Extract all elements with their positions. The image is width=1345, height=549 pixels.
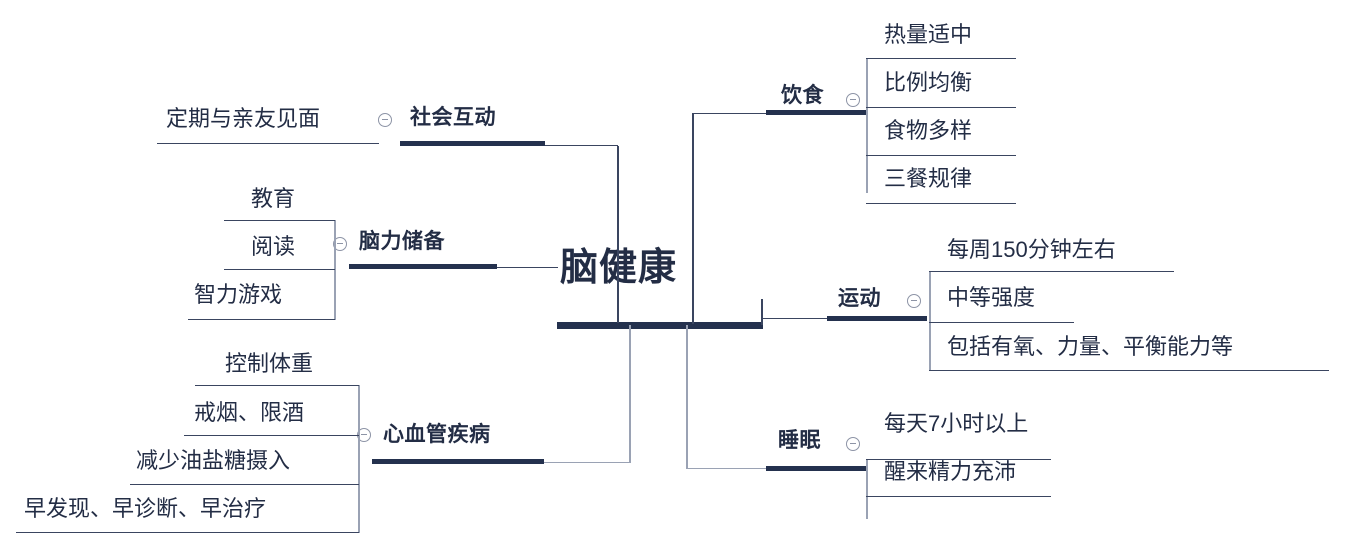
connector-diet-spine bbox=[866, 58, 868, 193]
leaf-label-diet-3[interactable]: 三餐规律 bbox=[884, 166, 973, 191]
connector-root-sleep-vertical bbox=[686, 325, 688, 469]
leaf-underline-cardio-3 bbox=[16, 532, 359, 534]
leaf-label-sleep-1[interactable]: 醒来精力充沛 bbox=[884, 459, 1017, 484]
leaf-underline-sleep-0 bbox=[866, 459, 1051, 461]
leaf-label-sleep-0[interactable]: 每天7小时以上 bbox=[884, 411, 1029, 436]
connector-exercise-spine bbox=[929, 271, 931, 370]
leaf-label-cognitive-1[interactable]: 阅读 bbox=[251, 234, 296, 259]
leaf-label-cardio-1[interactable]: 戒烟、限酒 bbox=[194, 400, 305, 425]
branch-label-diet[interactable]: 饮食 bbox=[781, 84, 824, 107]
connector-cardio-spine bbox=[358, 385, 360, 533]
connector-root-diet-horizontal bbox=[692, 113, 766, 115]
leaf-underline-exercise-0 bbox=[929, 271, 1174, 273]
branch-label-exercise[interactable]: 运动 bbox=[838, 287, 881, 310]
connector-root-social-vertical bbox=[617, 146, 619, 323]
leaf-label-social-0[interactable]: 定期与亲友见面 bbox=[166, 106, 321, 131]
leaf-label-diet-2[interactable]: 食物多样 bbox=[884, 118, 973, 143]
collapse-minus-icon-exercise[interactable] bbox=[907, 294, 921, 308]
leaf-underline-diet-0 bbox=[866, 58, 1016, 60]
collapse-minus-icon-social[interactable] bbox=[378, 113, 392, 127]
leaf-label-cardio-0[interactable]: 控制体重 bbox=[225, 351, 314, 376]
leaf-underline-cognitive-0 bbox=[224, 220, 335, 222]
leaf-label-cardio-3[interactable]: 早发现、早诊断、早治疗 bbox=[24, 496, 267, 521]
connector-root-cardio-vertical bbox=[629, 325, 631, 463]
leaf-underline-diet-3 bbox=[866, 203, 1016, 205]
branch-underline-diet bbox=[766, 110, 866, 115]
connector-root-cardio-horizontal bbox=[543, 462, 631, 464]
connector-root-sleep-horizontal bbox=[686, 468, 766, 470]
branch-label-social[interactable]: 社会互动 bbox=[410, 106, 496, 129]
branch-underline-cognitive bbox=[349, 264, 497, 269]
collapse-minus-icon-cognitive[interactable] bbox=[333, 237, 347, 251]
leaf-underline-cardio-0 bbox=[195, 385, 359, 387]
leaf-label-diet-1[interactable]: 比例均衡 bbox=[884, 70, 973, 95]
leaf-underline-cardio-1 bbox=[184, 435, 359, 437]
connector-root-exercise-vertical bbox=[761, 299, 763, 325]
collapse-minus-icon-diet[interactable] bbox=[846, 93, 860, 107]
leaf-underline-sleep-1 bbox=[866, 496, 1051, 498]
leaf-underline-cognitive-2 bbox=[188, 319, 335, 321]
leaf-underline-diet-2 bbox=[866, 155, 1016, 157]
leaf-underline-diet-1 bbox=[866, 107, 1016, 109]
leaf-label-exercise-0[interactable]: 每周150分钟左右 bbox=[947, 237, 1116, 262]
leaf-underline-exercise-2 bbox=[929, 370, 1329, 372]
connector-root-cognitive-horizontal bbox=[496, 267, 558, 269]
leaf-label-cognitive-2[interactable]: 智力游戏 bbox=[194, 282, 283, 307]
leaf-label-exercise-2[interactable]: 包括有氧、力量、平衡能力等 bbox=[947, 334, 1234, 359]
leaf-label-diet-0[interactable]: 热量适中 bbox=[884, 22, 973, 47]
leaf-underline-cardio-2 bbox=[130, 484, 359, 486]
leaf-underline-cognitive-1 bbox=[224, 269, 335, 271]
leaf-label-cardio-2[interactable]: 减少油盐糖摄入 bbox=[136, 448, 291, 473]
branch-label-cognitive[interactable]: 脑力储备 bbox=[359, 230, 445, 253]
connector-root-exercise-horizontal bbox=[761, 318, 827, 320]
branch-label-sleep[interactable]: 睡眠 bbox=[778, 429, 821, 452]
connector-sleep-spine bbox=[866, 459, 868, 519]
leaf-label-cognitive-0[interactable]: 教育 bbox=[251, 186, 296, 211]
connector-root-diet-vertical bbox=[692, 114, 694, 324]
branch-underline-cardio bbox=[372, 459, 544, 464]
leaf-label-exercise-1[interactable]: 中等强度 bbox=[947, 285, 1036, 310]
connector-root-social-horizontal bbox=[545, 145, 618, 147]
collapse-minus-icon-cardio[interactable] bbox=[357, 428, 371, 442]
root-underline bbox=[557, 322, 763, 329]
branch-underline-exercise bbox=[827, 316, 927, 321]
branch-underline-sleep bbox=[766, 466, 866, 471]
leaf-underline-social-0 bbox=[157, 143, 379, 145]
branch-underline-social bbox=[400, 141, 545, 146]
collapse-minus-icon-sleep[interactable] bbox=[846, 437, 860, 451]
leaf-underline-exercise-1 bbox=[929, 322, 1074, 324]
branch-label-cardio[interactable]: 心血管疾病 bbox=[383, 423, 491, 446]
